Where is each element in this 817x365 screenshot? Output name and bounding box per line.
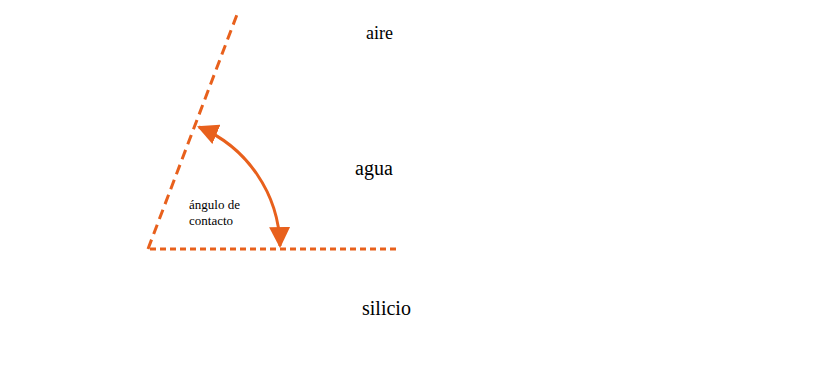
material-label: agua bbox=[355, 157, 393, 180]
angle-label: ángulo de contacto bbox=[189, 197, 251, 230]
baseline-dashed bbox=[150, 248, 400, 251]
silicon-substrate: silicio bbox=[10, 249, 817, 365]
silicon-substrate-shape bbox=[11, 250, 817, 365]
silicon-substrate-outline bbox=[10, 249, 817, 365]
water-droplet-shape bbox=[148, 97, 682, 249]
material-label: silicio bbox=[362, 297, 411, 320]
medium-label: aire bbox=[366, 22, 393, 45]
